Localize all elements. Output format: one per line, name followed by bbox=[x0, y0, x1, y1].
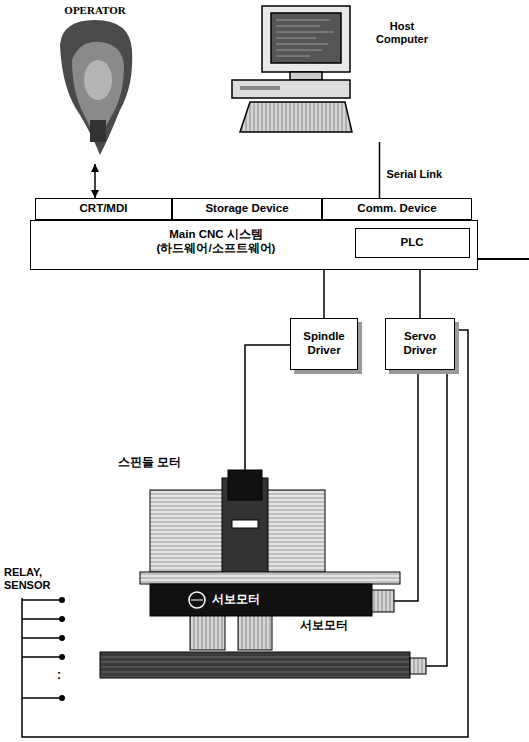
driver-box: Spindle Driver bbox=[290, 318, 358, 370]
machine-figure bbox=[100, 470, 426, 678]
node-text: Spindle Driver bbox=[291, 330, 357, 358]
wire bbox=[22, 330, 468, 737]
node-text: Comm. Device bbox=[354, 202, 439, 216]
plc-box: PLC bbox=[355, 228, 470, 258]
node-text: OPERATOR bbox=[40, 4, 150, 17]
connector bbox=[379, 142, 381, 198]
connector bbox=[323, 270, 325, 318]
callout-label: RELAY, SENSOR bbox=[4, 566, 66, 592]
operator-node: OPERATOR bbox=[40, 4, 150, 164]
node-text: Storage Device bbox=[202, 202, 291, 216]
io-box: CRT/MDI bbox=[35, 198, 172, 220]
connector bbox=[419, 270, 421, 318]
node-text: CRT/MDI bbox=[77, 202, 131, 216]
ellipsis-mark: : bbox=[57, 668, 61, 682]
node-text: Host Computer bbox=[370, 20, 434, 46]
callout-label: 서보모터 bbox=[300, 618, 348, 632]
io-box: Comm. Device bbox=[322, 198, 472, 220]
io-box: Storage Device bbox=[172, 198, 322, 220]
node-text: Servo Driver bbox=[386, 330, 454, 358]
driver-box: Servo Driver bbox=[385, 318, 455, 370]
node-text: PLC bbox=[398, 236, 427, 250]
host-node: Host Computer bbox=[222, 2, 437, 142]
edge-label: Serial Link bbox=[385, 168, 445, 181]
node-text: Main CNC 시스템 (하드웨어/소프트웨어) bbox=[141, 228, 291, 256]
callout-label: 서보모터 bbox=[212, 592, 260, 606]
connector bbox=[94, 164, 96, 198]
callout-label: 스핀들 모터 bbox=[118, 455, 181, 469]
wire bbox=[478, 258, 529, 260]
computer-figure bbox=[232, 6, 352, 132]
system-box: Main CNC 시스템 (하드웨어/소프트웨어) PLC bbox=[30, 220, 478, 270]
terminal-dot bbox=[59, 597, 65, 701]
operator-figure bbox=[60, 20, 132, 155]
